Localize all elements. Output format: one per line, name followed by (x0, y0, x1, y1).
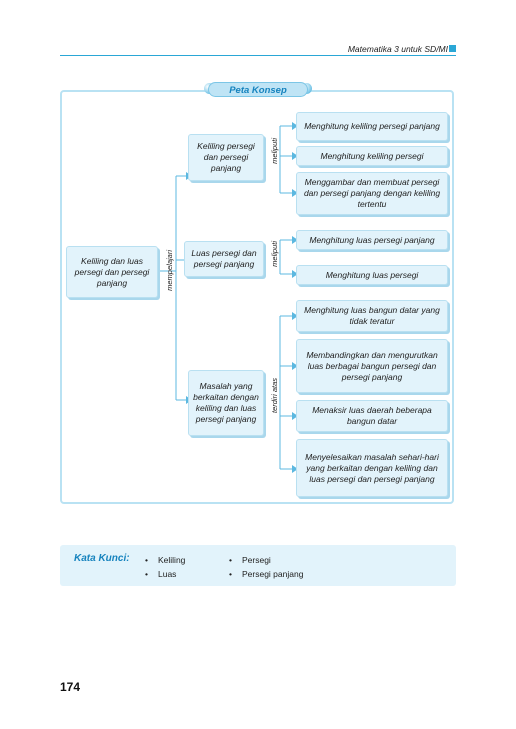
root-link-label: mempelajari (165, 250, 174, 291)
branch-link-label: meliputi (270, 138, 279, 164)
branch-node-luas: Luas persegi dan persegi panjang (184, 241, 264, 277)
branch-node-keliling: Keliling persegi dan persegi panjang (188, 134, 264, 181)
keyword-item: Persegi (229, 555, 271, 565)
branch-link-label: terdiri atas (270, 378, 279, 414)
keyword-item: Luas (145, 569, 177, 579)
root-node: Keliling dan luas persegi dan persegi pa… (66, 246, 158, 298)
leaf-node: Menghitung luas persegi (296, 265, 448, 285)
keyword-item: Keliling (145, 555, 186, 565)
leaf-node: Menggambar dan membuat persegi dan perse… (296, 172, 448, 215)
branch-link-label: meliputi (270, 241, 279, 267)
keywords-panel (60, 545, 456, 586)
header-rule (60, 55, 456, 56)
running-header: Matematika 3 untuk SD/MI (347, 44, 448, 54)
leaf-node: Menghitung luas persegi panjang (296, 230, 448, 250)
leaf-node: Menghitung keliling persegi (296, 146, 448, 166)
concept-map-title: Peta Konsep (208, 82, 308, 97)
leaf-node: Menyelesaikan masalah sehari-hari yang b… (296, 439, 448, 497)
branch-node-masalah: Masalah yang berkaitan dengan keliling d… (188, 370, 264, 436)
keywords-title: Kata Kunci: (74, 553, 130, 564)
leaf-node: Menaksir luas daerah beberapa bangun dat… (296, 400, 448, 432)
page-number: 174 (60, 680, 81, 694)
leaf-node: Menghitung luas bangun datar yang tidak … (296, 300, 448, 332)
leaf-node: Membandingkan dan mengurutkan luas berba… (296, 339, 448, 393)
header-square-icon (449, 45, 456, 52)
keyword-item: Persegi panjang (229, 569, 304, 579)
leaf-node: Menghitung keliling persegi panjang (296, 112, 448, 141)
